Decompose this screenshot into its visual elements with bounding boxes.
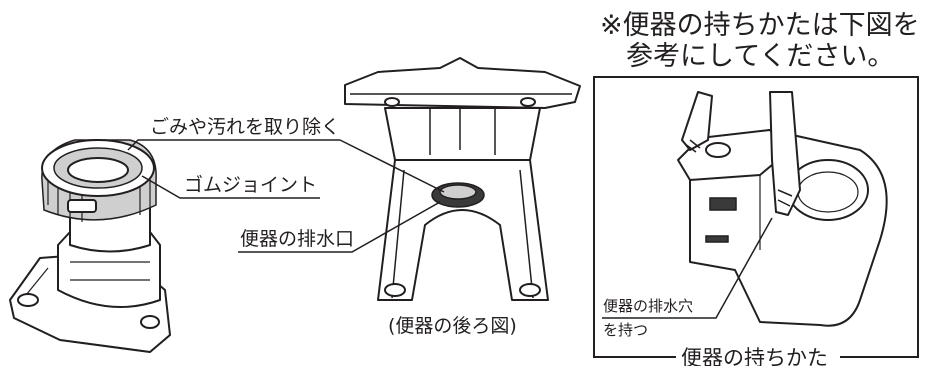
how-to-hold-caption: 便器の持ちかた: [681, 346, 828, 366]
how-to-hold-frame: [593, 76, 919, 358]
outlet-callout-line: [238, 201, 441, 253]
clean-label: ごみや汚れを取り除く: [150, 116, 340, 138]
hold-label-line-2: を持つ: [603, 321, 648, 339]
drain-adapter-illustration: [9, 139, 171, 353]
toilet-rear-view-illustration: [344, 57, 581, 301]
note-line-1: ※便器の持ちかたは下図を: [600, 10, 920, 41]
note-line-2: 参考にしてください。: [626, 41, 894, 72]
rear-view-caption: (便器の後ろ図): [388, 315, 517, 337]
outlet-label: 便器の排水口: [240, 228, 354, 250]
gasket-callout-line: [141, 175, 320, 199]
gasket-label: ゴムジョイント: [184, 174, 317, 196]
hold-label-line-1: 便器の排水穴: [603, 297, 693, 315]
clean-callout-line: [127, 139, 340, 151]
hold-callout-line: [602, 217, 773, 319]
clean-callout-pointer: [339, 139, 445, 193]
holding-toilet-illustration: [677, 91, 888, 327]
